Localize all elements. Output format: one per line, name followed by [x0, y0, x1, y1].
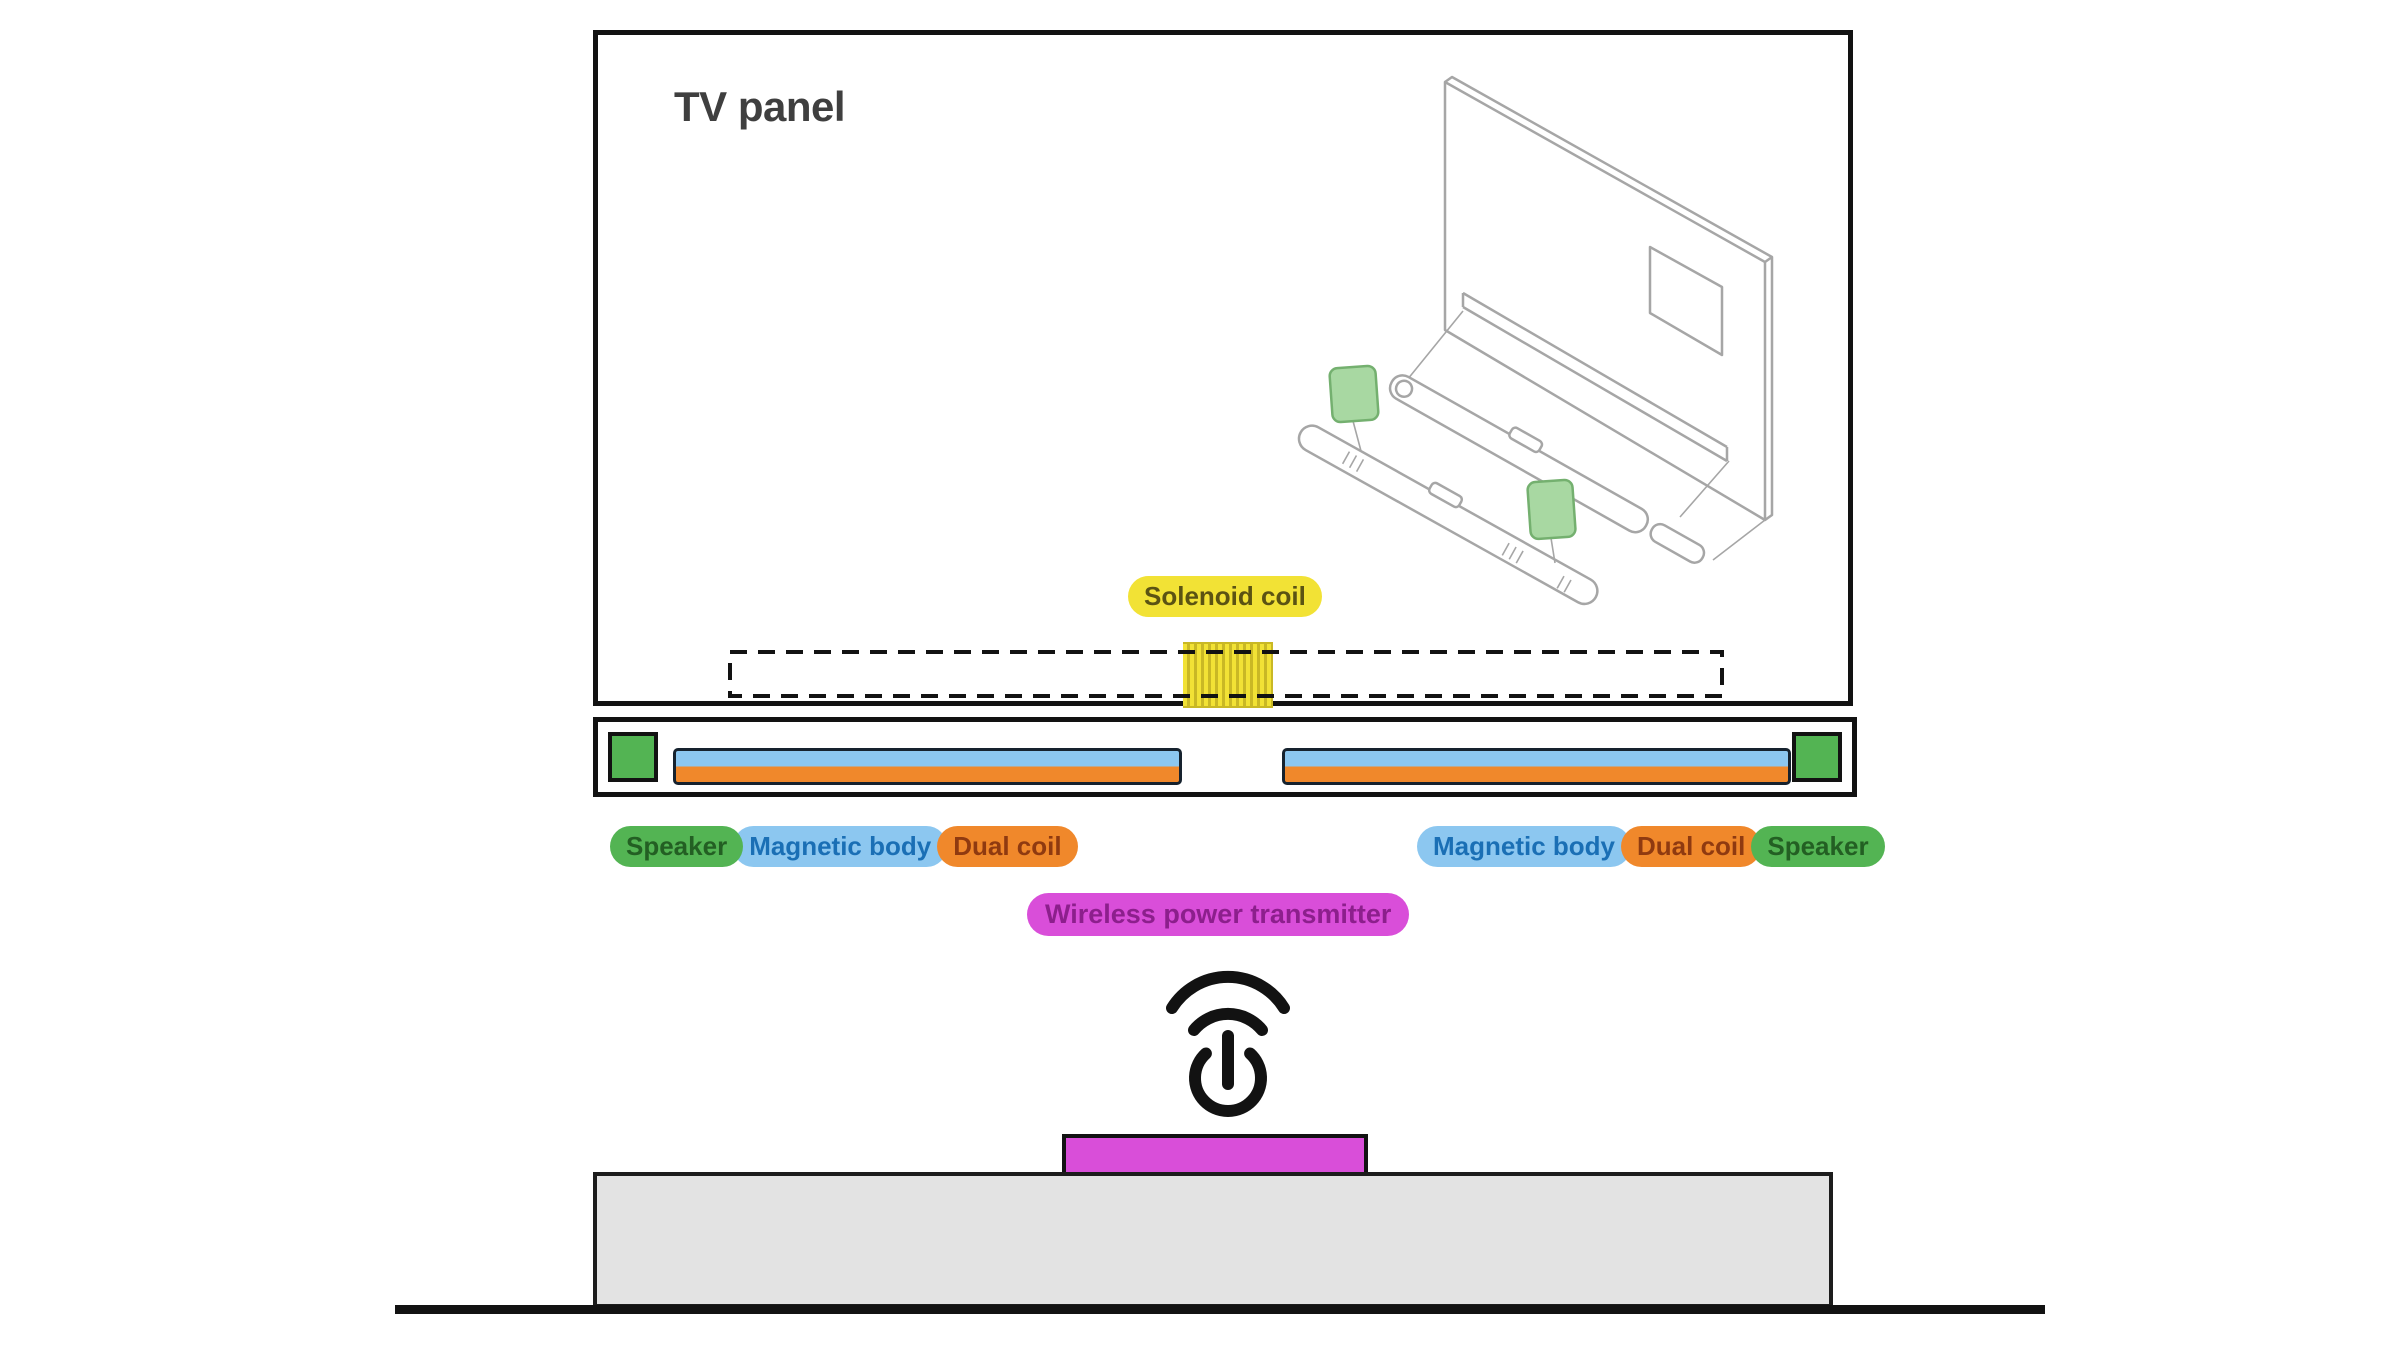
soundbar-module-upper — [1388, 374, 1706, 564]
solenoid-coil-symbol — [1183, 642, 1273, 708]
soundbar-module-lower — [1297, 424, 1599, 606]
right-label-group: Magnetic body Dual coil Speaker — [1417, 826, 1885, 867]
tv-stand-table — [593, 1172, 1833, 1308]
left-label-group: Speaker Magnetic body Dual coil — [610, 826, 1078, 867]
speaker-label: Speaker — [1751, 826, 1885, 867]
soundbar-box — [593, 717, 1857, 797]
speaker-right-square — [1792, 732, 1842, 782]
tv-panel-box: TV panel — [593, 30, 1853, 708]
exploded-guide-lines — [1402, 310, 1766, 561]
wireless-power-transmitter-label: Wireless power transmitter — [1027, 893, 1410, 936]
tv-back-panel-thickness — [1444, 75, 1774, 522]
magnet-dualcoil-bar-right — [1282, 748, 1791, 785]
speaker-chip-right — [1526, 478, 1577, 541]
speaker-left-square — [608, 732, 658, 782]
speaker-connector-lines — [1352, 420, 1556, 564]
power-transmitter-rect — [1062, 1134, 1368, 1176]
speaker-slot — [1461, 291, 1729, 463]
magnetic-body-label: Magnetic body — [733, 826, 948, 867]
speaker-chip-left — [1328, 364, 1380, 424]
floor-line — [395, 1305, 2045, 1314]
dual-coil-label: Dual coil — [937, 826, 1078, 867]
tv-illustration — [1297, 75, 1774, 606]
connection-panel-cutout — [1648, 245, 1724, 357]
speaker-label: Speaker — [610, 826, 744, 867]
solenoid-coil-label: Solenoid coil — [1128, 576, 1322, 617]
magnetic-body-label: Magnetic body — [1417, 826, 1632, 867]
magnet-dualcoil-bar-left — [673, 748, 1182, 785]
wireless-power-icon — [1166, 970, 1290, 1117]
solenoid-coil-region — [728, 650, 1724, 698]
tv-panel-title: TV panel — [674, 83, 846, 130]
dual-coil-label: Dual coil — [1621, 826, 1762, 867]
